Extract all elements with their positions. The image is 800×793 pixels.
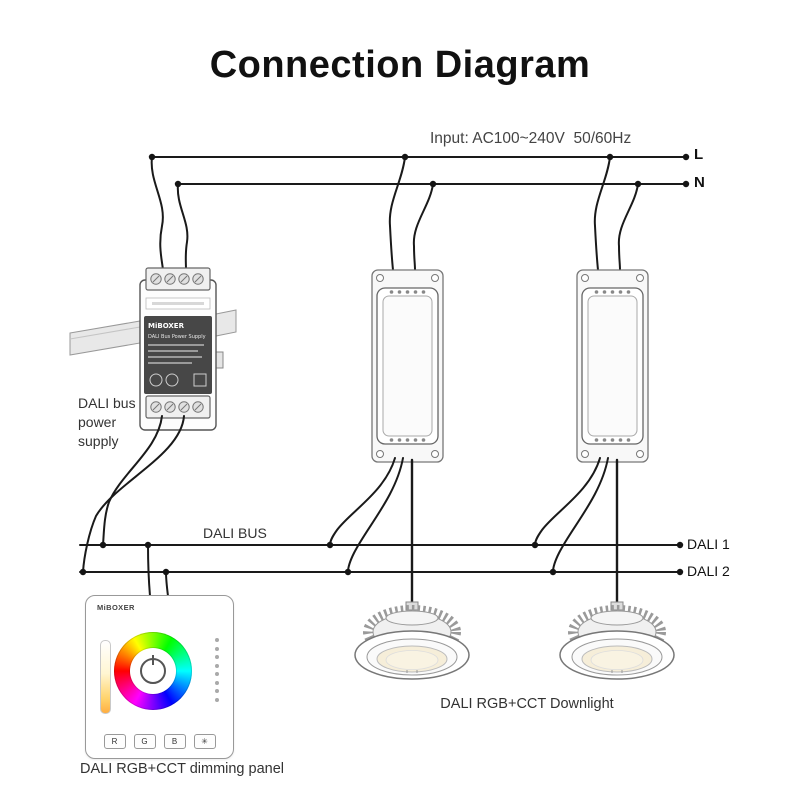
input-voltage-label: Input: AC100~240V 50/60Hz	[430, 130, 632, 147]
dali1-label: DALI 1	[687, 536, 730, 552]
feed-wires	[150, 156, 639, 271]
psu-screws-top	[150, 273, 204, 285]
line-n-label: N	[694, 174, 705, 191]
bus-wires	[82, 415, 619, 605]
dali-bus-label: DALI BUS	[203, 525, 267, 541]
line-l-label: L	[694, 146, 704, 163]
panel-brand-logo: MiBOXER	[97, 603, 135, 612]
panel-button-b: B	[163, 734, 186, 749]
mains-lines	[149, 156, 687, 185]
psu-screws-bottom	[150, 401, 204, 413]
driver1-wire-n	[412, 183, 434, 271]
dali-driver-1	[371, 269, 444, 463]
downlight-1	[355, 602, 469, 679]
downlight-caption: DALI RGB+CCT Downlight	[440, 696, 614, 712]
driver1-wire-l	[388, 156, 406, 271]
saturation-dots	[215, 638, 219, 702]
psu-terminal-bottom	[145, 395, 211, 419]
psu-cert-marks	[149, 373, 207, 387]
dali-driver-2	[576, 269, 649, 463]
panel-caption: DALI RGB+CCT dimming panel	[79, 761, 285, 777]
cct-slider-bar	[100, 640, 111, 714]
junction-dots	[79, 153, 690, 576]
color-wheel	[114, 632, 192, 710]
downlight-2	[560, 602, 674, 679]
driver2-bus-wire-1	[534, 457, 601, 546]
driver1-bus-wire-1	[329, 457, 396, 546]
driver1-bus-wire-2	[347, 457, 404, 573]
dali2-label: DALI 2	[687, 563, 730, 579]
wheel-center	[130, 648, 176, 694]
psu-terminal-top	[145, 267, 211, 291]
page-title: Connection Diagram	[209, 44, 591, 86]
driver2-bus-wire-2	[552, 457, 609, 573]
psu-name: DALI Bus Power Supply	[148, 334, 206, 340]
psu-wire-l	[150, 156, 164, 271]
touch-power-icon	[140, 655, 166, 684]
panel-button-r: R	[103, 734, 126, 749]
dimming-panel: MiBOXER R G B ✳	[85, 595, 234, 759]
panel-buttons: R G B ✳	[86, 734, 233, 749]
psu-wire-n	[176, 183, 189, 271]
driver2-wire-l	[593, 156, 611, 271]
panel-button-w: ✳	[193, 734, 216, 749]
panel-bus-wire-1	[147, 544, 151, 597]
psu-fine-print	[148, 344, 204, 364]
panel-bus-wire-2	[165, 571, 169, 597]
psu-bus-wire-2	[82, 415, 185, 573]
dali-bus-power-supply: MiBOXER DALI Bus Power Supply	[139, 267, 224, 431]
psu-caption: DALI bus power supply	[78, 395, 136, 449]
driver2-wire-n	[617, 183, 639, 271]
psu-brand: MiBOXER	[148, 322, 185, 330]
panel-button-g: G	[133, 734, 156, 749]
dali-bus-lines	[79, 544, 681, 573]
